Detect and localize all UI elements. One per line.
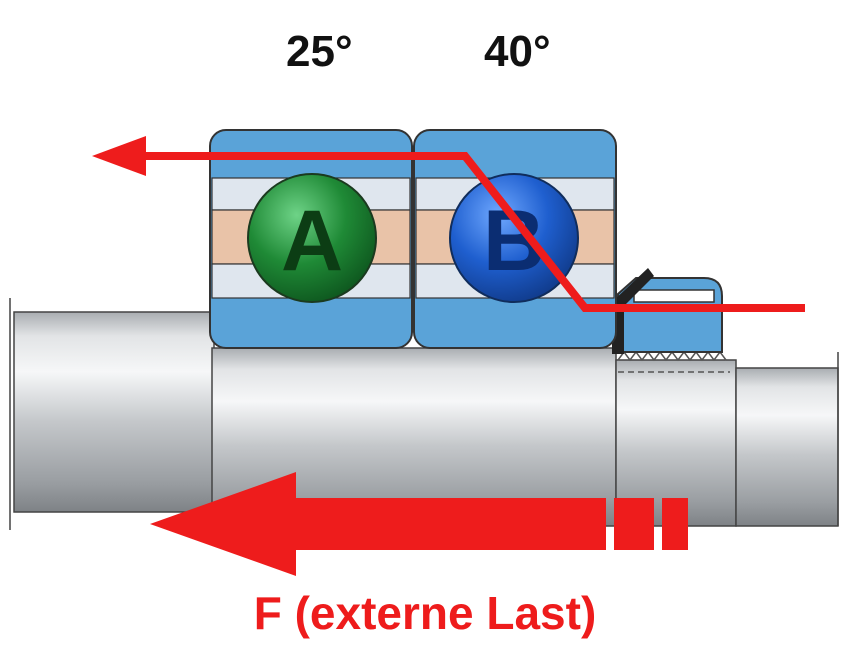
contact-angle-b-label: 40° — [484, 27, 551, 76]
ball-a — [247, 173, 377, 303]
external-load-caption: F (externe Last) — [253, 587, 597, 639]
force-arrow — [150, 472, 688, 576]
ball-b — [449, 173, 579, 303]
ball-a-letter: A — [281, 193, 343, 289]
load-path-line — [140, 152, 805, 312]
load-path — [92, 136, 805, 312]
bearing-a: A — [209, 129, 413, 349]
load-path-arrowhead — [92, 136, 146, 176]
force-arrow-block-2 — [662, 498, 688, 550]
lock-washer-tab — [612, 268, 654, 354]
thread-teeth — [617, 350, 727, 362]
force-arrow-block-1 — [614, 498, 654, 550]
contact-angle-a-label: 25° — [286, 27, 353, 76]
shaft-left-section — [13, 311, 215, 513]
force-arrow-body — [150, 472, 606, 576]
bearing-b: B — [413, 129, 617, 349]
shaft-right-section — [735, 367, 839, 527]
